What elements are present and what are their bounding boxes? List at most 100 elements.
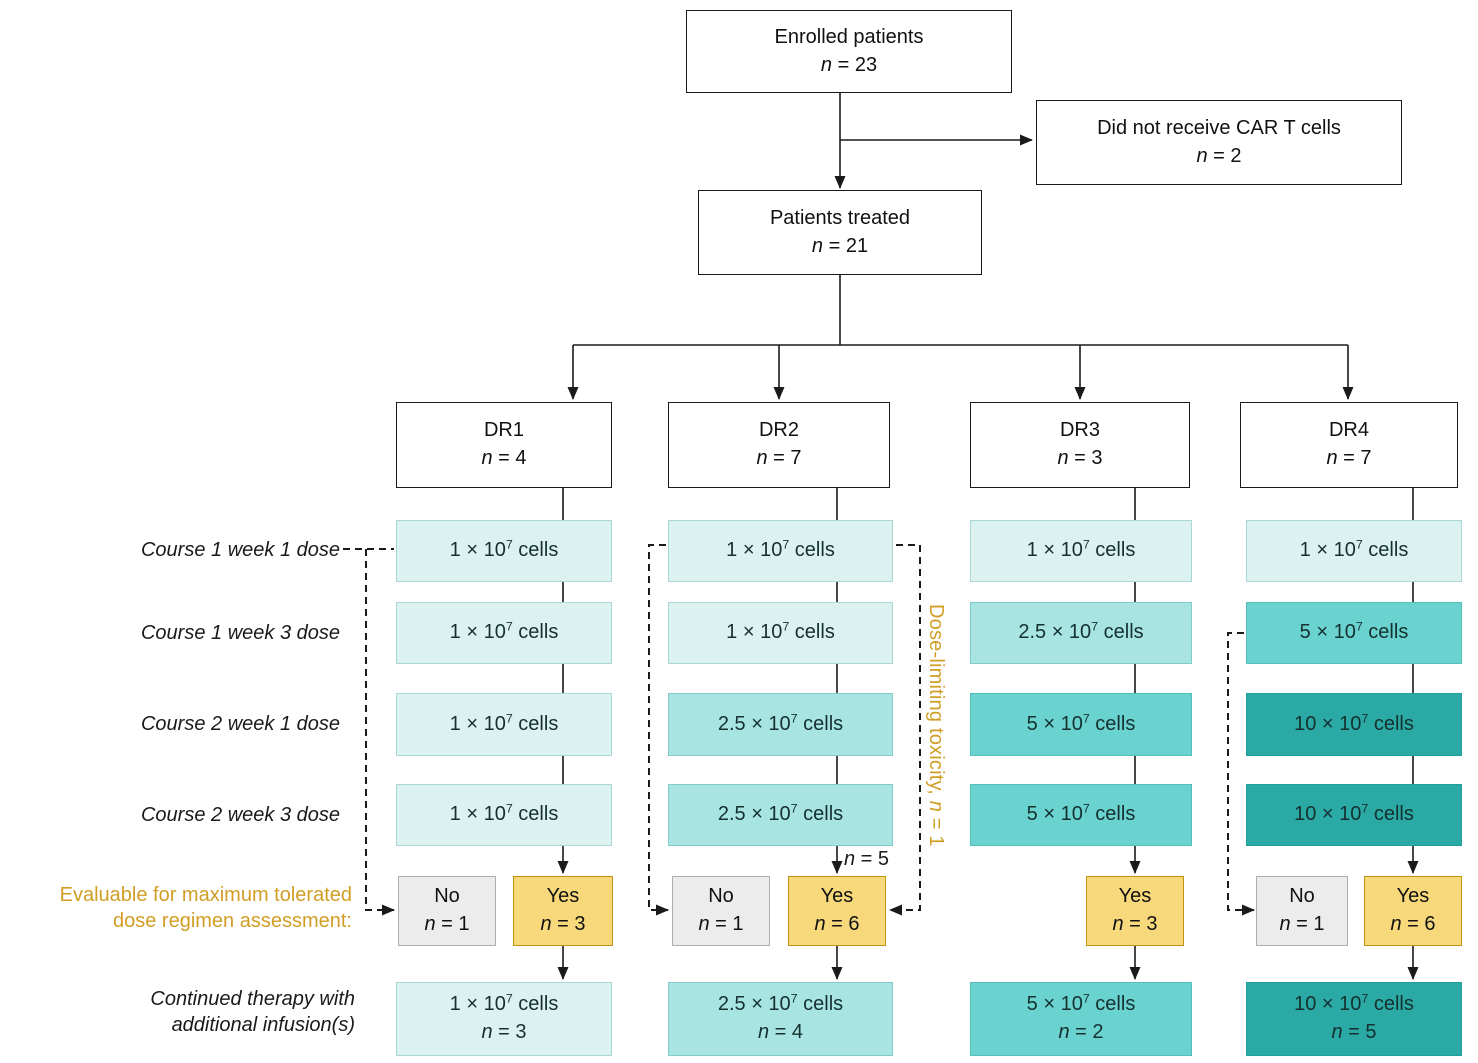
label-course2-week3: Course 2 week 3 dose [140,804,340,826]
not-treated-box: Did not receive CAR T cells n = 2 [1036,100,1402,185]
dr2-course2-week1-dose: 2.5 × 107 cells [668,693,893,756]
dr2-course1-week1-dose: 1 × 107 cells [668,520,893,582]
dr2-name: DR2 [758,419,799,442]
dose-limiting-toxicity-annotation: Dose-limiting toxicity, n = 1 [925,604,947,847]
dr4-n: n = 7 [1326,447,1372,469]
dr2-evaluable-no-box: No n = 1 [672,876,770,946]
label-continued-therapy: Continued therapy with additional infusi… [0,986,355,1038]
label-course1-week1: Course 1 week 1 dose [140,539,340,561]
dr3-evaluable-yes-box: Yes n = 3 [1086,876,1184,946]
label-course2-week1: Course 2 week 1 dose [140,713,340,735]
dr4-continued-box: 10 × 107 cells n = 5 [1246,982,1462,1056]
dr1-dashed-to-no [365,549,395,916]
dose-text: 2.5 × 107 cells [717,711,844,735]
dr1-course2-week1-dose: 1 × 107 cells [396,693,612,756]
treated-n: n = 21 [811,234,869,257]
dr1-continued-box: 1 × 107 cells n = 3 [396,982,612,1056]
treated-title: Patients treated [769,206,911,229]
continued-dose: 1 × 107 cells [449,991,559,1016]
dr4-name: DR4 [1328,419,1369,442]
dose-text: 1 × 107 cells [449,537,559,562]
enrolled-box: Enrolled patients n = 23 [686,10,1012,93]
no-label: No [434,885,460,908]
not-treated-title: Did not receive CAR T cells [1097,116,1341,139]
dose-text: 1 × 107 cells [1026,537,1136,562]
dr4-header-box: DR4 n = 7 [1240,402,1458,488]
continued-n: n = 3 [481,1021,527,1043]
label-evaluable-line2: dose regimen assessment: [112,910,352,932]
dose-text: 10 × 107 cells [1294,801,1414,826]
dr3-name: DR3 [1059,419,1100,442]
continued-dose: 2.5 × 107 cells [717,991,844,1016]
dr1-evaluable-no-box: No n = 1 [398,876,496,946]
label-course1-week3: Course 1 week 3 dose [140,622,340,644]
yes-label: Yes [546,885,580,908]
solid-connectors [557,93,1419,980]
enrolled-title: Enrolled patients [774,25,924,48]
dose-text: 1 × 107 cells [449,801,559,826]
label-continued-line2: additional infusion(s) [171,1014,355,1036]
dr4-course1-week3-dose: 5 × 107 cells [1246,602,1462,664]
label-evaluable-line1: Evaluable for maximum tolerated [59,884,352,906]
yes-label: Yes [1118,885,1152,908]
dr4-course2-week3-dose: 10 × 107 cells [1246,784,1462,846]
dr4-dashed-to-no [1227,632,1255,916]
dose-text: 1 × 107 cells [449,711,559,735]
dr3-course2-week1-dose: 5 × 107 cells [970,693,1192,756]
no-label: No [1289,885,1315,908]
dr2-n: n = 7 [756,447,802,469]
dose-text: 5 × 107 cells [1026,711,1136,735]
dr1-course1-week1-dose: 1 × 107 cells [396,520,612,582]
dose-text: 2.5 × 107 cells [717,801,844,826]
n5-annotation: n = 5 [844,848,890,870]
dose-text: 1 × 107 cells [726,619,835,644]
yes-n: n = 3 [1112,913,1158,935]
dr4-course2-week1-dose: 10 × 107 cells [1246,693,1462,756]
continued-n: n = 5 [1331,1021,1377,1043]
no-label: No [708,885,734,908]
dr1-course2-week3-dose: 1 × 107 cells [396,784,612,846]
dr3-continued-box: 5 × 107 cells n = 2 [970,982,1192,1056]
continued-n: n = 4 [757,1021,804,1043]
no-n: n = 1 [1279,913,1325,935]
dose-text: 10 × 107 cells [1294,711,1414,735]
yes-label: Yes [820,885,854,908]
yes-n: n = 3 [540,913,586,935]
treated-box: Patients treated n = 21 [698,190,982,275]
no-n: n = 1 [424,913,470,935]
dr3-n: n = 3 [1057,447,1103,469]
dose-text: 1 × 107 cells [726,537,835,562]
label-evaluable: Evaluable for maximum tolerated dose reg… [0,882,352,934]
yes-n: n = 6 [1390,913,1436,935]
no-n: n = 1 [698,913,744,935]
continued-dose: 10 × 107 cells [1294,991,1414,1016]
dose-text: 2.5 × 107 cells [1018,619,1144,644]
dr4-evaluable-yes-box: Yes n = 6 [1364,876,1462,946]
enrolled-n: n = 23 [820,53,878,76]
dr1-course1-week3-dose: 1 × 107 cells [396,602,612,664]
not-treated-n: n = 2 [1196,144,1242,167]
dashed-connectors [343,544,1255,916]
dr2-header-box: DR2 n = 7 [668,402,890,488]
continued-dose: 5 × 107 cells [1026,991,1136,1016]
dr2-course2-week3-dose: 2.5 × 107 cells [668,784,893,846]
label-continued-line1: Continued therapy with [150,988,355,1010]
dr2-evaluable-yes-box: Yes n = 6 [788,876,886,946]
dr2-continued-box: 2.5 × 107 cells n = 4 [668,982,893,1056]
yes-n: n = 6 [814,913,860,935]
dr2-dashed-to-no [648,544,669,916]
dr3-course2-week3-dose: 5 × 107 cells [970,784,1192,846]
dose-text: 5 × 107 cells [1299,619,1409,644]
dr3-course1-week3-dose: 2.5 × 107 cells [970,602,1192,664]
dr2-course1-week3-dose: 1 × 107 cells [668,602,893,664]
dr4-course1-week1-dose: 1 × 107 cells [1246,520,1462,582]
dr1-name: DR1 [483,419,524,442]
dr2-dlt-dashed-to-yes [889,544,921,916]
yes-label: Yes [1396,885,1430,908]
dr4-evaluable-no-box: No n = 1 [1256,876,1348,946]
dr1-n: n = 4 [481,447,527,469]
dose-text: 5 × 107 cells [1026,801,1136,826]
dr3-header-box: DR3 n = 3 [970,402,1190,488]
continued-n: n = 2 [1058,1021,1104,1043]
dr1-evaluable-yes-box: Yes n = 3 [513,876,613,946]
